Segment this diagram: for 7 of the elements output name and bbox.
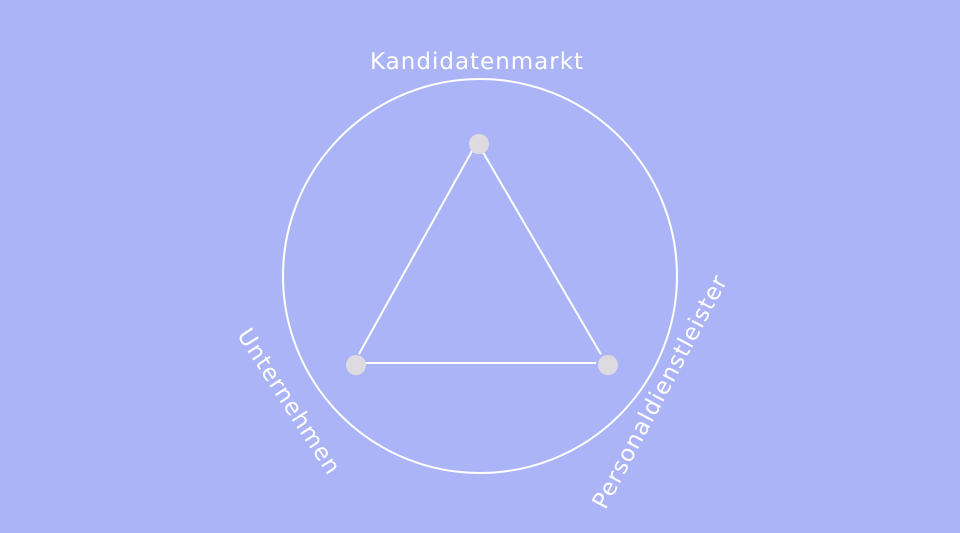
connector-line — [364, 362, 596, 364]
vertex-dot — [598, 355, 618, 375]
vertex-dot — [346, 355, 366, 375]
vertex-label: Kandidatenmarkt — [370, 49, 584, 75]
connector-line — [481, 150, 602, 355]
connector-line — [358, 150, 473, 355]
vertex-dot — [469, 134, 489, 154]
